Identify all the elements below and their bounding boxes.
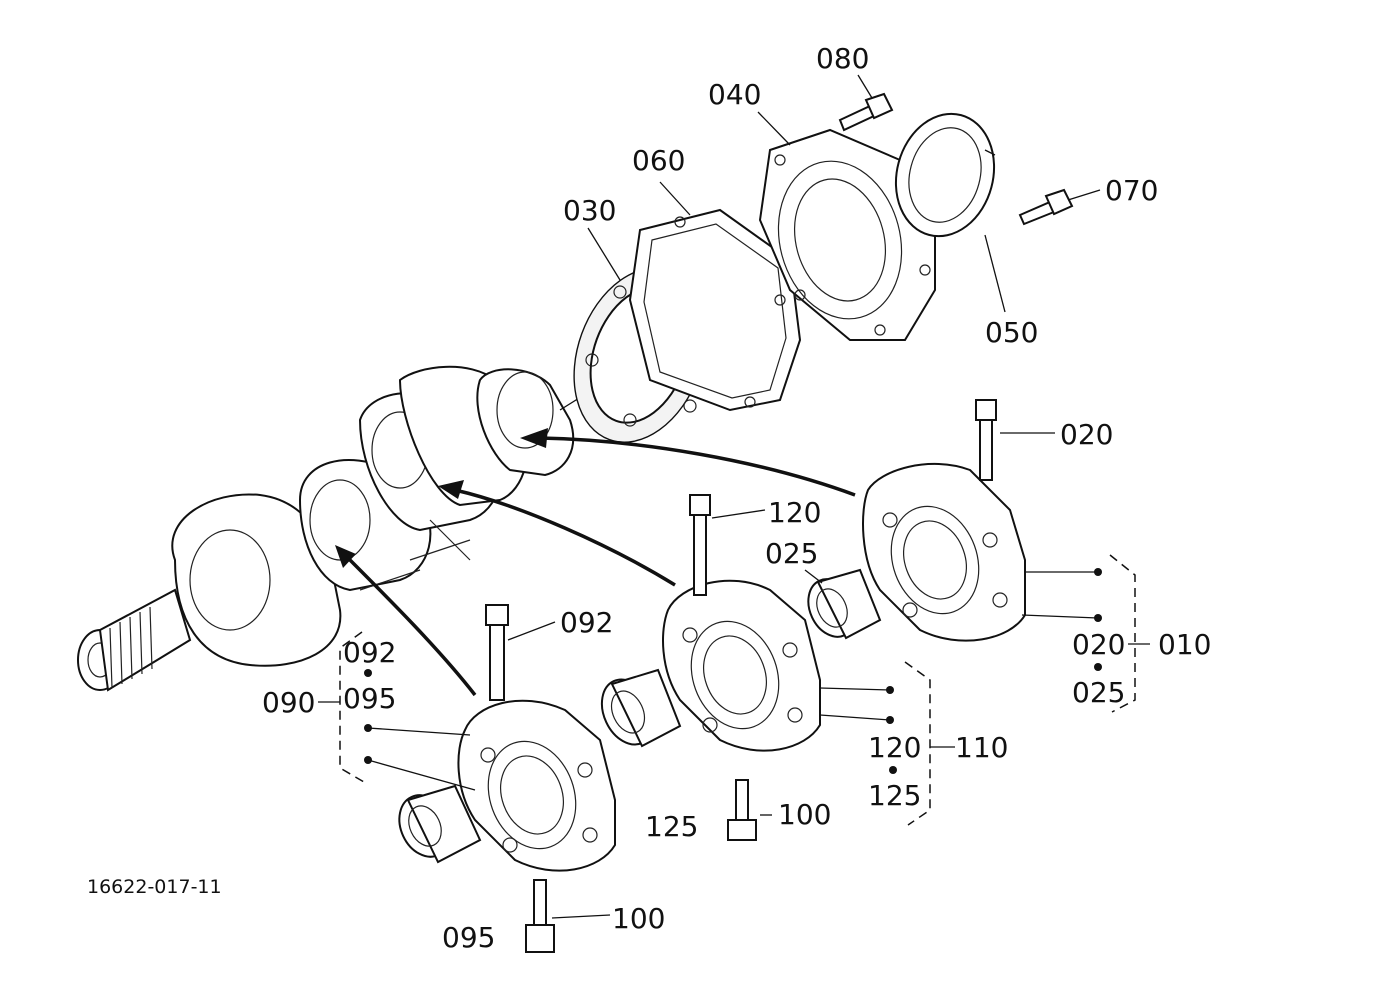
label-070: 070 (1105, 174, 1158, 207)
oil-seal-050 (894, 112, 996, 238)
label-092-bolt: 092 (560, 606, 613, 639)
bolt-120 (689, 494, 711, 596)
label-020-bolt: 020 (1060, 418, 1113, 451)
crankshaft (77, 359, 641, 692)
label-125-bushing: 125 (645, 810, 698, 843)
leader-lines (318, 74, 1150, 919)
bolt-070 (1018, 188, 1074, 226)
bushing-095 (398, 784, 482, 864)
label-110: 110 (955, 731, 1008, 764)
drawing-code: 16622-017-11 (87, 876, 222, 898)
bolt-092 (485, 604, 509, 701)
bolt-100-lower (525, 879, 555, 953)
label-010: 010 (1158, 628, 1211, 661)
label-095-bushing: 095 (442, 921, 495, 954)
label-030: 030 (563, 194, 616, 227)
label-120-bolt: 120 (768, 496, 821, 529)
bolt-020 (975, 399, 997, 481)
part-labels: 080 040 060 030 070 050 020 120 025 092 … (87, 42, 1211, 954)
label-100-lower: 100 (612, 902, 665, 935)
bushing-025 (807, 568, 882, 640)
label-080: 080 (816, 42, 869, 75)
label-092-group: 092 (343, 636, 396, 669)
label-090: 090 (262, 686, 315, 719)
bolt-100-middle (727, 779, 757, 841)
group-brackets (339, 554, 1136, 826)
label-040: 040 (708, 78, 761, 111)
gasket-060 (628, 208, 802, 412)
bearing-case-090 (457, 699, 616, 872)
label-095-group: 095 (343, 682, 396, 715)
label-060: 060 (632, 144, 685, 177)
reference-dots (364, 568, 1102, 774)
label-050: 050 (985, 316, 1038, 349)
bearing-case-010 (862, 462, 1026, 642)
bearing-case-110 (662, 579, 821, 752)
assembly-arrows (335, 428, 856, 697)
label-025-group: 025 (1072, 676, 1125, 709)
label-020-group: 020 (1072, 628, 1125, 661)
bolt-080 (838, 92, 894, 132)
bushing-125 (600, 668, 682, 748)
label-125-group: 125 (868, 779, 921, 812)
label-025-bushing: 025 (765, 537, 818, 570)
label-100-middle: 100 (778, 798, 831, 831)
label-120-group: 120 (868, 731, 921, 764)
